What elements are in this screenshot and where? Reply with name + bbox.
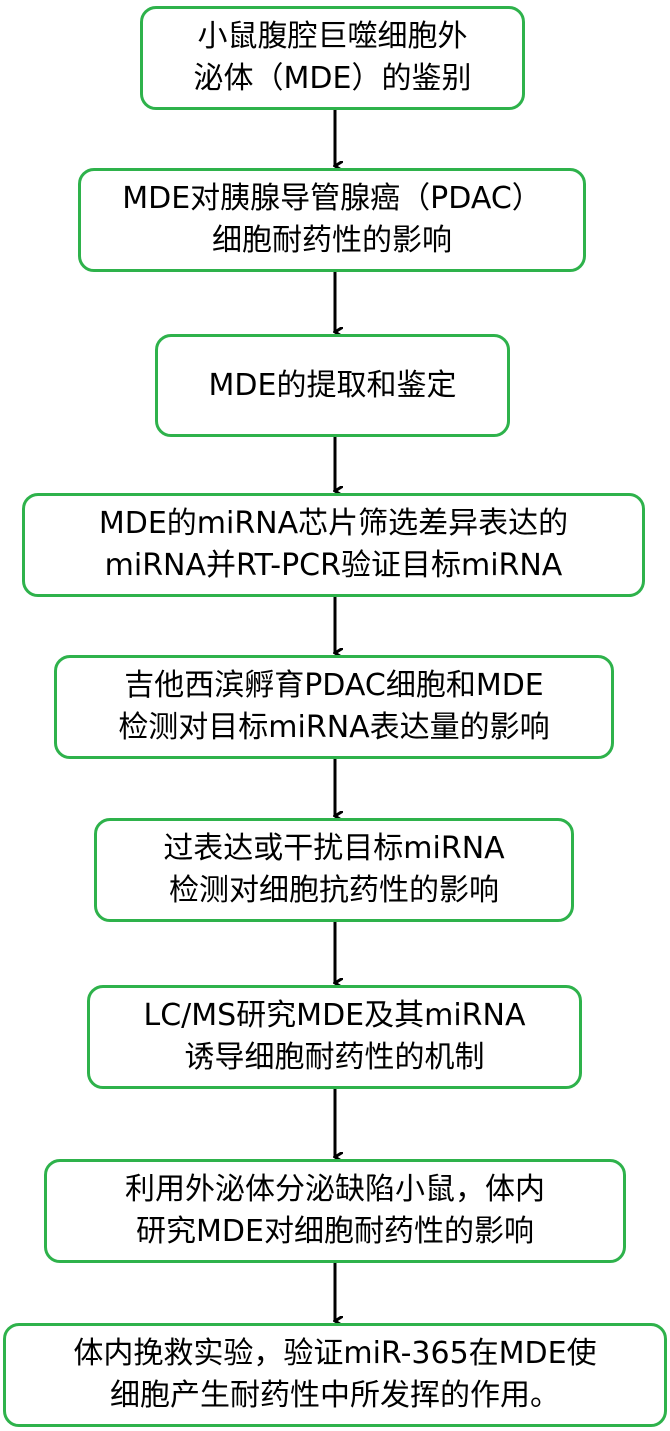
flow-step-6: 过表达或干扰目标miRNA 检测对细胞抗药性的影响 — [94, 818, 574, 922]
flow-step-8-line-1: 利用外泌体分泌缺陷小鼠，体内 — [125, 1172, 545, 1207]
flow-step-3-line-1: MDE的提取和鉴定 — [208, 367, 457, 403]
flow-step-7-line-2: 诱导细胞耐药性的机制 — [184, 1040, 485, 1075]
flow-step-9-line-1: 体内挽救实验，验证miR-365在MDE使 — [73, 1336, 597, 1371]
flow-step-2-line-2: 细胞耐药性的影响 — [212, 223, 452, 258]
flow-step-5-line-2: 检测对目标miRNA表达量的影响 — [118, 710, 550, 745]
flow-step-9: 体内挽救实验，验证miR-365在MDE使 细胞产生耐药性中所发挥的作用。 — [3, 1323, 667, 1427]
flow-step-4: MDE的miRNA芯片筛选差异表达的 miRNA并RT-PCR验证目标miRNA — [22, 493, 645, 597]
flow-step-7-line-1: LC/MS研究MDE及其miRNA — [143, 998, 526, 1033]
flow-step-1-line-1: 小鼠腹腔巨噬细胞外 — [197, 19, 468, 54]
flow-step-5-line-1: 吉他西滨孵育PDAC细胞和MDE — [124, 668, 544, 703]
flow-step-5: 吉他西滨孵育PDAC细胞和MDE 检测对目标miRNA表达量的影响 — [54, 655, 614, 759]
flow-step-2: MDE对胰腺导管腺癌（PDAC） 细胞耐药性的影响 — [78, 168, 586, 272]
flow-step-9-line-2: 细胞产生耐药性中所发挥的作用。 — [110, 1378, 560, 1413]
flow-step-4-line-1: MDE的miRNA芯片筛选差异表达的 — [98, 506, 569, 541]
flow-step-1: 小鼠腹腔巨噬细胞外 泌体（MDE）的鉴别 — [140, 6, 525, 110]
flow-step-3: MDE的提取和鉴定 — [155, 334, 510, 437]
flow-step-8: 利用外泌体分泌缺陷小鼠，体内 研究MDE对细胞耐药性的影响 — [44, 1159, 626, 1263]
flow-step-6-line-1: 过表达或干扰目标miRNA — [163, 831, 505, 866]
flow-step-2-line-1: MDE对胰腺导管腺癌（PDAC） — [122, 181, 542, 216]
flow-step-4-line-2: miRNA并RT-PCR验证目标miRNA — [104, 548, 563, 583]
flow-step-8-line-2: 研究MDE对细胞耐药性的影响 — [136, 1214, 534, 1249]
flow-step-1-line-2: 泌体（MDE）的鉴别 — [193, 61, 472, 96]
flow-step-6-line-2: 检测对细胞抗药性的影响 — [169, 873, 499, 908]
flow-step-7: LC/MS研究MDE及其miRNA 诱导细胞耐药性的机制 — [87, 985, 582, 1089]
